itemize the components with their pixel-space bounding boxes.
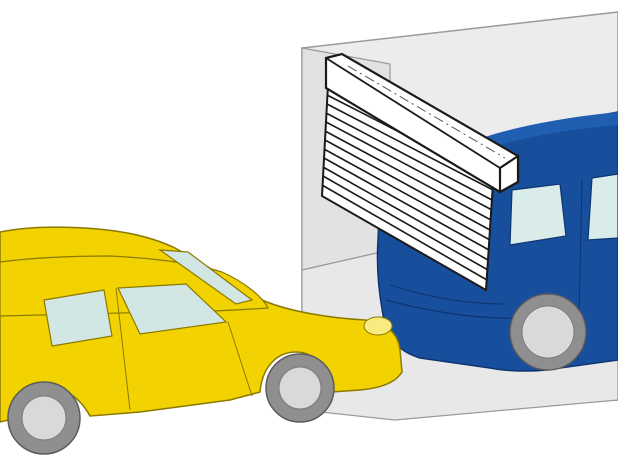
car-rear-wheel <box>8 382 80 454</box>
car-rear-window <box>44 290 112 346</box>
car-headlight <box>364 317 392 335</box>
van-wheel <box>510 294 586 370</box>
van-side-window <box>588 174 618 240</box>
van-windshield <box>510 184 566 245</box>
car-front-wheel <box>266 354 334 422</box>
